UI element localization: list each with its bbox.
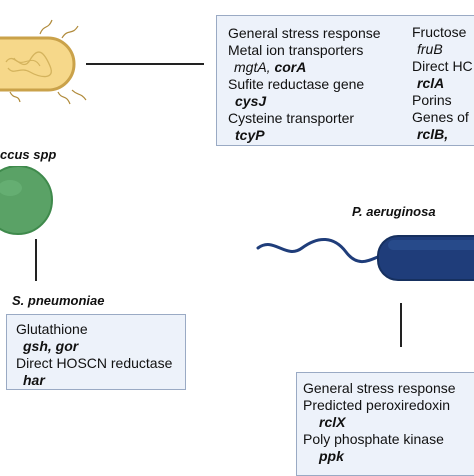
p-aeruginosa-cell-illustration — [256, 235, 474, 281]
polyphosphate-kinase-label: Poly phosphate kinase — [303, 431, 444, 447]
peroxiredoxin-label: Predicted peroxiredoxin — [303, 397, 451, 413]
rclx-gene: rclX — [319, 414, 346, 430]
rcla-gene: rclA — [417, 75, 445, 91]
tcyp-gene: tcyP — [235, 127, 265, 143]
direct-hoscn-label: Direct HC — [412, 58, 473, 74]
s-pneumoniae-label: S. pneumoniae — [12, 293, 105, 308]
pa-general-stress-label: General stress response — [303, 380, 456, 396]
coccus-connector-line — [35, 239, 37, 281]
ecoli-connector-line — [86, 63, 204, 65]
mgta-gene: mgtA, — [234, 59, 271, 75]
cysj-gene: cysJ — [235, 93, 267, 109]
frub-gene: fruB — [417, 41, 443, 57]
porins-label: Porins — [412, 92, 452, 108]
p-aeruginosa-label: P. aeruginosa — [352, 204, 436, 219]
cysteine-label: Cysteine transporter — [228, 110, 355, 126]
staph-label: ccus spp — [0, 147, 57, 162]
s-pneumoniae-response-box: Glutathione gsh, gor Direct HOSCN reduct… — [6, 314, 186, 390]
ecoli-response-box: General stress response Metal ion transp… — [216, 15, 474, 146]
rclb-gene: rclB, — [417, 126, 449, 142]
glutathione-label: Glutathione — [16, 321, 88, 337]
sulfite-label: Sufite reductase gene — [228, 76, 365, 92]
metal-ion-label: Metal ion transporters — [228, 42, 364, 58]
general-stress-label: General stress response — [228, 25, 381, 41]
e-coli-cell-illustration — [0, 19, 87, 105]
metal-ion-genes: mgtA, corA — [234, 59, 306, 75]
genes-of-label: Genes of — [412, 109, 469, 125]
direct-hoscn-reductase-label: Direct HOSCN reductase — [16, 355, 173, 371]
aeruginosa-connector-line — [400, 303, 402, 347]
coccus-cell-illustration — [0, 166, 53, 235]
p-aeruginosa-response-box: General stress response Predicted peroxi… — [296, 372, 474, 476]
fructose-label: Fructose — [412, 24, 467, 40]
gsh-gor-genes: gsh, gor — [23, 338, 79, 354]
cora-gene: corA — [274, 59, 307, 75]
har-gene: har — [23, 372, 45, 388]
ppk-gene: ppk — [319, 448, 344, 464]
